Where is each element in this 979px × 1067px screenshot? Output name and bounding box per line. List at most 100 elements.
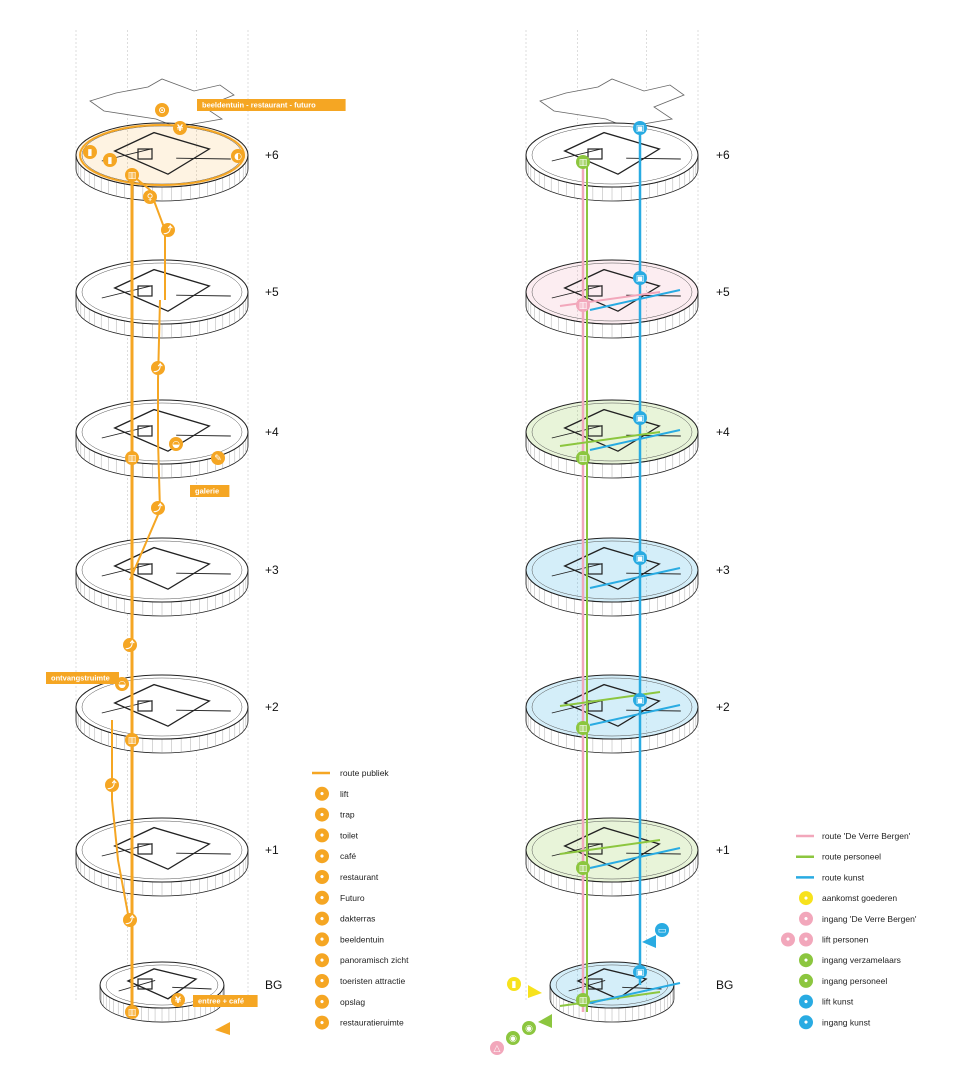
floor-+2 <box>75 674 249 754</box>
stairs-badge-2-disc <box>151 361 165 375</box>
floor-plate <box>75 817 249 883</box>
roof-badge-3-glyph: ¥ <box>177 124 184 134</box>
legend-restaurant-icon-disc <box>315 870 329 884</box>
floor-+4 <box>75 399 249 479</box>
legend-lift-extra-disc <box>781 932 795 947</box>
stairs-badge-4: ⤴ <box>123 638 137 652</box>
stairs-badge-4-glyph: ⤴ <box>125 639 135 651</box>
floor-plate <box>525 399 699 465</box>
lift-shaft <box>137 285 153 297</box>
staff-lift-badge-2: ▥ <box>576 721 590 735</box>
stairs-badge-5: ⤴ <box>105 778 119 792</box>
floor-+3 <box>525 537 699 617</box>
roof-badge-4-disc <box>231 149 245 163</box>
legend-panorama-icon: • <box>315 953 329 968</box>
art-lift-badge-5-disc <box>633 271 647 285</box>
roof-badge-3: ¥ <box>173 121 187 135</box>
roof-badge-1: ▮ <box>103 153 117 167</box>
legend-staff-entrance-icon-disc <box>799 973 813 988</box>
floor-+5 <box>75 259 249 339</box>
legend-stairs-icon-glyph: • <box>319 811 325 821</box>
legend-stairs-icon-disc <box>315 807 329 822</box>
collector-entrance-badge: ◉ <box>506 1031 520 1045</box>
legend-label-8: lift kunst <box>822 997 854 1007</box>
level-label-left-BG: BG <box>265 978 282 992</box>
staff-lift-badge-1-disc <box>576 861 590 875</box>
floor-inner-ring <box>81 820 243 880</box>
art-branch-4 <box>589 847 681 869</box>
interior-walls <box>113 268 211 312</box>
roof-badge-5-disc <box>125 168 139 182</box>
staff-entrance-badge: ◉ <box>522 1021 536 1035</box>
floor-plate <box>75 122 249 188</box>
interior-walls <box>563 826 661 870</box>
staff-lift-badge-4: ▥ <box>576 451 590 465</box>
interior-walls <box>563 131 661 175</box>
stairs-badge-1: ⤴ <box>161 223 175 237</box>
art-lift-badge-5: ▣ <box>633 271 647 285</box>
branch-green-1 <box>559 431 661 447</box>
legend-restoration-icon-glyph: • <box>319 1019 325 1029</box>
tag-entree: entree + café <box>193 995 258 1007</box>
floor-plate <box>75 259 249 325</box>
roof-badge-0-glyph: ▮ <box>88 148 93 158</box>
public-route-stair-ground <box>111 720 131 926</box>
staff-entrance-badge-glyph: ◉ <box>525 1024 533 1034</box>
legend-toilet-icon-glyph: • <box>319 832 325 842</box>
legend-roof-terrace-icon: • <box>315 911 329 926</box>
floor-inner-ring <box>105 964 219 1006</box>
legend-lift-extra-glyph: • <box>785 936 791 946</box>
stairs-badge-3: ⤴ <box>151 501 165 515</box>
lift-shaft <box>137 700 153 712</box>
tag-galerie-bg <box>190 485 230 497</box>
art-lift-badge-6-disc <box>633 121 647 135</box>
floor-plate <box>75 537 249 603</box>
art-entrance-arrow <box>642 935 656 948</box>
partition-walls <box>101 425 231 439</box>
level-label-left-+5: +5 <box>265 285 279 299</box>
floor-+3 <box>75 537 249 617</box>
floor-+5 <box>525 259 699 339</box>
lift-shaft <box>137 978 153 990</box>
roof-badge-2-glyph: ⊙ <box>158 106 166 116</box>
roof-badge-5-glyph: ▥ <box>128 171 137 181</box>
legend-collector-entrance-icon-disc <box>799 953 813 968</box>
lift-badge-4-disc <box>125 451 139 465</box>
art-entrance-badge-glyph: ▭ <box>658 926 667 936</box>
restoration-badge-4-disc <box>211 451 225 465</box>
legend-lift-extra: • <box>781 932 795 947</box>
legend-label-9: ingang kunst <box>822 1017 871 1027</box>
legend-sculpture-garden-icon-disc <box>315 932 329 947</box>
partition-walls <box>101 700 231 714</box>
legend-restaurant-icon-glyph: • <box>319 873 325 883</box>
roof-badge-1-disc <box>103 153 117 167</box>
floor-inner-ring <box>531 262 693 322</box>
legend-label-1: route personeel <box>822 852 881 862</box>
collector-entrance-badge-disc <box>506 1031 520 1045</box>
legend-goods-arrival-icon: • <box>799 891 813 906</box>
lift-badge-4: ▥ <box>125 451 139 465</box>
floor-inner-ring <box>531 402 693 462</box>
floor-inner-ring <box>531 540 693 600</box>
legend-collector-entrance-icon-glyph: • <box>803 956 809 966</box>
legend-roof-terrace-icon-disc <box>315 911 329 926</box>
level-label-right-+3: +3 <box>716 563 730 577</box>
interior-walls <box>113 826 211 870</box>
tag-entree-text: entree + café <box>198 997 244 1006</box>
tag-entree-bg <box>193 995 258 1007</box>
level-label-right-+5: +5 <box>716 285 730 299</box>
roof-badge-4: ◐ <box>231 149 245 163</box>
legend-label-8: beeldentuin <box>340 934 384 944</box>
legend-cafe-icon: • <box>315 849 329 864</box>
art-branch-5 <box>589 982 681 1004</box>
staff-lift-badge-6-disc <box>576 155 590 169</box>
legend-label-9: panoramisch zicht <box>340 955 409 965</box>
level-label-right-+1: +1 <box>716 843 730 857</box>
legend-sculpture-garden-icon: • <box>315 932 329 947</box>
floor-inner-ring <box>81 677 243 737</box>
floor-plate <box>549 961 675 1009</box>
tag-galerie-text: galerie <box>195 487 219 496</box>
art-branch-0 <box>589 289 681 311</box>
legend-label-2: route kunst <box>822 872 865 882</box>
